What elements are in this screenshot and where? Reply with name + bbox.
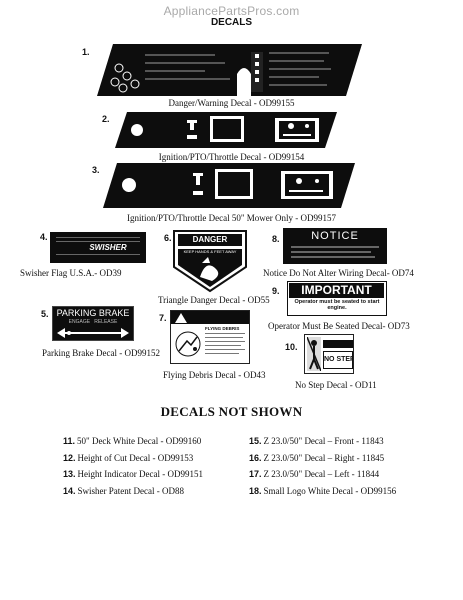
decal-number-6: 6. xyxy=(164,233,172,243)
danger-warning-decal-image xyxy=(97,44,362,96)
parking-brake-decal-image: PARKING BRAKE ENGAGE RELEASE xyxy=(52,306,134,341)
decal-number-7: 7. xyxy=(159,313,167,323)
site-watermark: AppliancePartsPros.com xyxy=(163,4,300,18)
list-item: 11.50" Deck White Decal - OD99160 xyxy=(63,436,202,446)
decals-not-shown-title: DECALS NOT SHOWN xyxy=(160,404,303,419)
not-shown-right-list: 15.Z 23.0/50" Decal – Front - 11843 16.Z… xyxy=(249,436,396,502)
important-decal-image: IMPORTANT Operator must be seated to sta… xyxy=(287,281,387,316)
ignition-decal-50-image xyxy=(103,163,355,208)
flying-debris-label: FLYING DEBRIS xyxy=(205,326,240,331)
decal-number-3: 3. xyxy=(92,165,100,175)
decal-number-4: 4. xyxy=(40,232,48,242)
triangle-danger-decal-image: DANGER KEEP HANDS & FEET AWAY xyxy=(172,229,248,293)
decal-caption-2: Ignition/PTO/Throttle Decal - OD99154 xyxy=(158,152,305,162)
danger-sub: KEEP HANDS & FEET AWAY xyxy=(183,249,237,254)
decal-number-9: 9. xyxy=(272,286,280,296)
list-item: 16.Z 23.0/50" Decal – Right - 11845 xyxy=(249,452,385,463)
decal-caption-1: Danger/Warning Decal - OD99155 xyxy=(168,98,295,108)
parking-brake-label: PARKING BRAKE xyxy=(56,308,130,318)
decal-number-5: 5. xyxy=(41,309,49,319)
list-item: 17.Z 23.0/50" Decal – Left - 11844 xyxy=(249,469,380,479)
decal-caption-3: Ignition/PTO/Throttle Decal 50" Mower On… xyxy=(127,213,336,223)
list-item: 13.Height Indicator Decal - OD99151 xyxy=(63,469,203,479)
important-label: IMPORTANT xyxy=(289,283,384,298)
decal-caption-9: Operator Must Be Seated Decal- OD73 xyxy=(268,321,410,331)
notice-label: NOTICE xyxy=(311,230,359,242)
decal-number-8: 8. xyxy=(272,234,280,244)
parking-brake-sub: ENGAGE RELEASE xyxy=(68,319,118,325)
swisher-flag-decal-image: SWISHER xyxy=(50,232,146,263)
decal-number-1: 1. xyxy=(82,47,90,57)
swisher-logo-text: SWISHER xyxy=(89,243,127,252)
no-step-decal-image: NO STEP xyxy=(304,334,354,374)
decal-caption-5: Parking Brake Decal - OD99152 xyxy=(42,348,160,358)
page-title: DECALS xyxy=(210,17,253,28)
not-shown-left-list: 11.50" Deck White Decal - OD99160 12.Hei… xyxy=(63,436,203,502)
list-item: 18.Small Logo White Decal - OD99156 xyxy=(249,485,397,496)
list-item: 12.Height of Cut Decal - OD99153 xyxy=(63,452,194,463)
ignition-decal-image xyxy=(115,112,337,148)
list-item: 14.Swisher Patent Decal - OD88 xyxy=(63,485,184,496)
flying-debris-decal-image: FLYING DEBRIS xyxy=(170,310,250,364)
decal-caption-10: No Step Decal - OD11 xyxy=(295,380,377,390)
notice-decal-image: NOTICE xyxy=(283,228,387,264)
decal-caption-6: Triangle Danger Decal - OD55 xyxy=(158,295,270,305)
important-sub: Operator must be seated to start engine. xyxy=(294,299,380,311)
danger-label: DANGER xyxy=(192,235,228,244)
decal-number-2: 2. xyxy=(102,114,110,124)
decal-caption-4: Swisher Flag U.S.A.- OD39 xyxy=(20,268,122,278)
decal-caption-8: Notice Do Not Alter Wiring Decal- OD74 xyxy=(263,268,414,278)
no-step-label: NO STEP xyxy=(323,351,353,369)
decal-number-10: 10. xyxy=(285,342,298,352)
decal-caption-7: Flying Debris Decal - OD43 xyxy=(163,370,266,380)
list-item: 15.Z 23.0/50" Decal – Front - 11843 xyxy=(249,436,384,446)
